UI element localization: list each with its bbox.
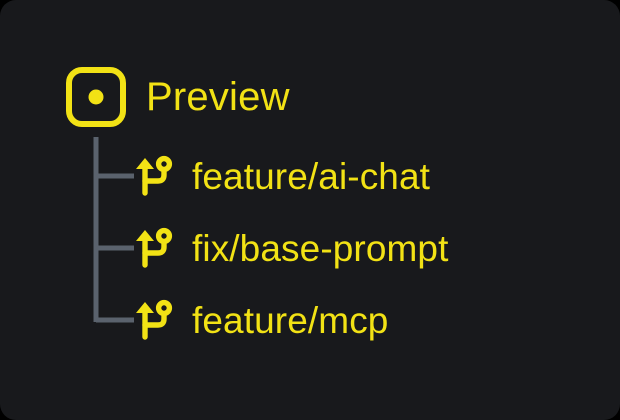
tree-root-item[interactable]: Preview <box>64 64 290 130</box>
branch-name-label: feature/ai-chat <box>192 155 431 197</box>
git-branch-icon <box>136 299 173 340</box>
branch-list-item[interactable]: fix/base-prompt <box>134 224 449 272</box>
git-branch-icon <box>136 155 173 196</box>
tree-root-label: Preview <box>146 75 290 119</box>
branch-name-label: fix/base-prompt <box>192 227 449 269</box>
preview-dot-square-icon <box>66 67 126 127</box>
git-branch-icon <box>136 227 173 268</box>
branch-name-label: feature/mcp <box>192 299 389 341</box>
branch-list-item[interactable]: feature/mcp <box>134 296 388 344</box>
branch-list-item[interactable]: feature/ai-chat <box>134 152 430 200</box>
